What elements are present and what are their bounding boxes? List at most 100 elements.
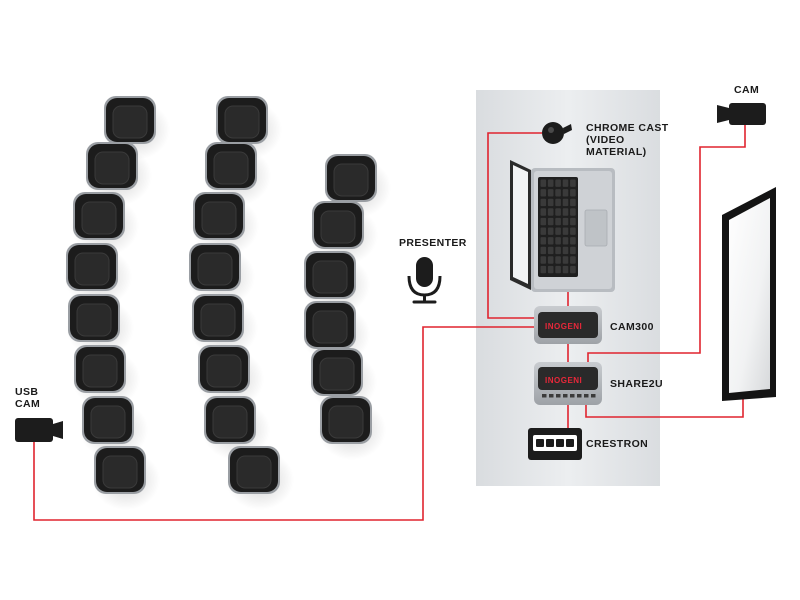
keyboard-key	[555, 179, 561, 187]
port	[542, 394, 547, 398]
keyboard-key	[547, 237, 554, 245]
port	[570, 394, 575, 398]
chair	[191, 192, 259, 256]
chrome-cast-label: CHROME CAST (VIDEO MATERIAL)	[586, 122, 669, 158]
keyboard-key	[562, 189, 569, 197]
chair	[202, 396, 270, 460]
keyboard-key	[562, 265, 569, 274]
keyboard-key	[570, 208, 576, 216]
touch-panel-button	[566, 439, 574, 447]
keyboard-key	[562, 208, 569, 216]
presenter-label: PRESENTER	[399, 237, 467, 249]
keyboard-key	[540, 246, 547, 255]
port	[577, 394, 582, 398]
chromecast	[542, 122, 572, 144]
chromecast-icon	[542, 122, 572, 144]
laptop	[510, 160, 615, 292]
keyboard-key	[570, 246, 576, 255]
keyboard-key	[562, 217, 569, 226]
keyboard-key	[570, 227, 576, 235]
touch-panel-button	[536, 439, 544, 447]
room-cam	[717, 103, 766, 125]
chair	[92, 446, 160, 510]
keyboard-keys	[540, 179, 576, 274]
display	[722, 187, 776, 401]
keyboard-key	[547, 179, 554, 187]
crestron-panel	[528, 428, 582, 460]
keyboard-key	[540, 256, 547, 264]
keyboard-key	[562, 198, 569, 207]
cam300-brand: INOGENI	[545, 322, 582, 331]
keyboard-key	[547, 198, 554, 207]
keyboard-key	[547, 265, 554, 274]
display-cable	[585, 398, 744, 418]
chair	[323, 154, 391, 218]
usb-cam-label: USB CAM	[15, 386, 41, 410]
keyboard-key	[555, 198, 561, 207]
cam300-device: INOGENI	[534, 306, 602, 344]
chair	[318, 396, 386, 460]
microphone-icon	[407, 257, 442, 304]
chair	[84, 142, 152, 206]
keyboard-key	[570, 217, 576, 226]
share2u-brand: INOGENI	[545, 376, 582, 385]
camera-icon	[717, 103, 766, 125]
keyboard-key	[570, 198, 576, 207]
chair	[226, 446, 294, 510]
presenter-microphone	[407, 257, 442, 304]
port	[584, 394, 589, 398]
keyboard-key	[555, 265, 561, 274]
keyboard-key	[547, 227, 554, 235]
port	[591, 394, 596, 398]
keyboard-key	[540, 265, 547, 274]
keyboard-key	[570, 237, 576, 245]
share2u-label: SHARE2U	[610, 378, 663, 390]
keyboard-key	[540, 227, 547, 235]
cam300-label: CAM300	[610, 321, 654, 333]
keyboard-key	[540, 217, 547, 226]
chair	[187, 243, 255, 307]
keyboard-key	[547, 189, 554, 197]
chair	[80, 396, 148, 460]
keyboard-key	[562, 179, 569, 187]
keyboard-key	[570, 265, 576, 274]
keyboard-key	[547, 208, 554, 216]
keyboard-key	[555, 217, 561, 226]
chair	[196, 345, 264, 409]
chair	[302, 251, 370, 315]
keyboard-key	[547, 217, 554, 226]
chair	[310, 201, 378, 265]
keyboard-key	[562, 237, 569, 245]
keyboard-key	[562, 246, 569, 255]
usb-cam	[15, 418, 63, 442]
share2u-ports	[542, 394, 596, 398]
chair	[72, 345, 140, 409]
cam-label: CAM	[734, 84, 760, 96]
chair	[190, 294, 258, 358]
keyboard-key	[540, 198, 547, 207]
keyboard-key	[562, 256, 569, 264]
keyboard-key	[555, 227, 561, 235]
keyboard-key	[555, 208, 561, 216]
port	[563, 394, 568, 398]
cables	[33, 120, 746, 521]
keyboard-key	[570, 189, 576, 197]
keyboard-key	[547, 256, 554, 264]
keyboard-key	[540, 237, 547, 245]
keyboard-key	[570, 256, 576, 264]
cam-cable	[587, 120, 746, 362]
usb-cam-cable	[33, 326, 538, 521]
chair	[203, 142, 271, 206]
keyboard-key	[555, 237, 561, 245]
keyboard-key	[555, 189, 561, 197]
touch-panel-button	[556, 439, 564, 447]
touch-panel-button	[546, 439, 554, 447]
keyboard-key	[555, 256, 561, 264]
seating-area	[64, 96, 391, 510]
port	[556, 394, 561, 398]
keyboard-key	[570, 179, 576, 187]
keyboard-key	[547, 246, 554, 255]
display-icon	[722, 187, 776, 401]
share2u-device: INOGENI	[534, 362, 602, 405]
